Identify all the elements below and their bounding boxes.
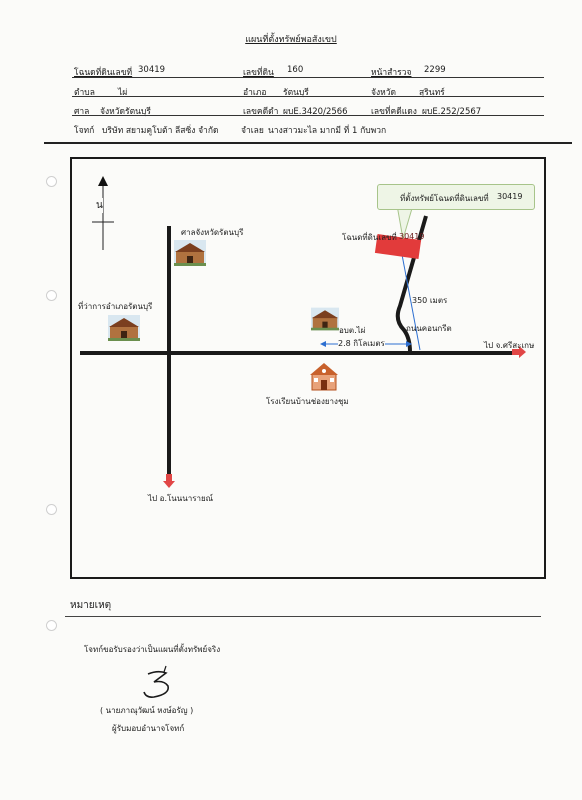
remarks-heading: หมายเหตุ	[70, 600, 112, 611]
defendant-label: จำเลย	[241, 126, 264, 136]
binder-hole	[46, 504, 57, 515]
north-arrow-icon	[92, 176, 114, 250]
header-rule	[72, 115, 544, 116]
south-arrow-icon	[163, 474, 175, 488]
district-office-label: ที่ว่าการอำเภอรัตนบุรี	[78, 302, 153, 311]
land-no-value: 160	[287, 65, 304, 75]
to-sisaket-label: ไป จ.ศรีสะเกษ	[484, 341, 535, 350]
court-building-label: ศาลจังหวัดรัตนบุรี	[181, 228, 244, 237]
east-arrow-icon	[512, 346, 526, 358]
signer-name: ( นายภาณุวัฒน์ หงษ์อรัญ )	[100, 706, 194, 715]
binder-hole	[46, 176, 57, 187]
plaintiff-label: โจทก์	[74, 126, 95, 136]
school-label: โรงเรียนบ้านช่องยางชุม	[266, 397, 349, 406]
court-building-icon	[174, 240, 206, 266]
school-icon	[310, 363, 338, 391]
property-note: ที่ตั้งทรัพย์โฉนดที่ดินเลขที่	[400, 194, 489, 203]
cross-road	[167, 226, 171, 474]
remarks-rule	[65, 616, 541, 617]
court-label: ศาล	[74, 107, 90, 117]
concrete-road-label: ถนนคอนกรีต	[406, 324, 452, 333]
page-title: แผนที่ตั้งทรัพย์พอสังเขป	[245, 35, 337, 45]
amphoe-value: รัตนบุรี	[283, 88, 309, 98]
district-office-icon	[108, 315, 140, 341]
to-nonnarai-label: ไป อ.โนนนารายณ์	[148, 494, 214, 503]
province-label: จังหวัด	[371, 88, 397, 98]
land-no-label: เลขที่ดิน	[243, 68, 274, 78]
case-red-value: ผบE.252/2567	[422, 107, 482, 117]
map-frame	[70, 157, 546, 579]
tambon-value: ไผ่	[118, 88, 128, 98]
distance-main-label: 2.8 กิโลเมตร	[338, 337, 385, 350]
binder-hole	[46, 620, 57, 631]
property-note-box	[377, 184, 535, 210]
signer-role: ผู้รับมอบอำนาจโจทก์	[112, 724, 185, 733]
province-value: สุรินทร์	[419, 88, 445, 98]
certify-text: โจทก์ขอรับรองว่าเป็นแผนที่ตั้งทรัพย์จริง	[84, 645, 221, 654]
note-pointer	[396, 205, 414, 240]
amphoe-label: อำเภอ	[243, 88, 267, 98]
deed-marker-number: 30419	[399, 232, 425, 241]
deed-marker: โฉนดที่ดินเลขที่	[342, 233, 397, 242]
deed-value: 30419	[138, 65, 166, 75]
defendant-value: นางสาวมะไล มากมี ที่ 1 กับพวก	[268, 126, 387, 136]
property-note-number: 30419	[497, 192, 523, 201]
case-black-label: เลขคดีดำ	[243, 107, 279, 117]
tambon-office-label: อบต.ไผ่	[339, 326, 366, 335]
survey-label: หน้าสำรวจ	[371, 68, 412, 78]
case-black-value: ผบE.3420/2566	[283, 107, 348, 117]
north-label: น	[96, 198, 103, 213]
plaintiff-value: บริษัท สยามคูโบต้า ลีสซิ่ง จำกัด	[102, 126, 219, 136]
header-rule	[72, 96, 544, 97]
tambon-office-icon	[311, 307, 339, 331]
tambon-label: ตำบล	[74, 88, 95, 98]
header-divider	[44, 142, 572, 144]
case-red-label: เลขที่คดีแดง	[371, 107, 417, 117]
main-road	[80, 351, 514, 355]
deed-label: โฉนดที่ดินเลขที่	[74, 68, 133, 78]
binder-hole	[46, 290, 57, 301]
header-rule	[72, 77, 544, 78]
distance-side-label: 350 เมตร	[412, 296, 448, 305]
survey-value: 2299	[424, 65, 446, 75]
signature	[143, 665, 170, 698]
court-value: จังหวัดรัตนบุรี	[100, 107, 151, 117]
